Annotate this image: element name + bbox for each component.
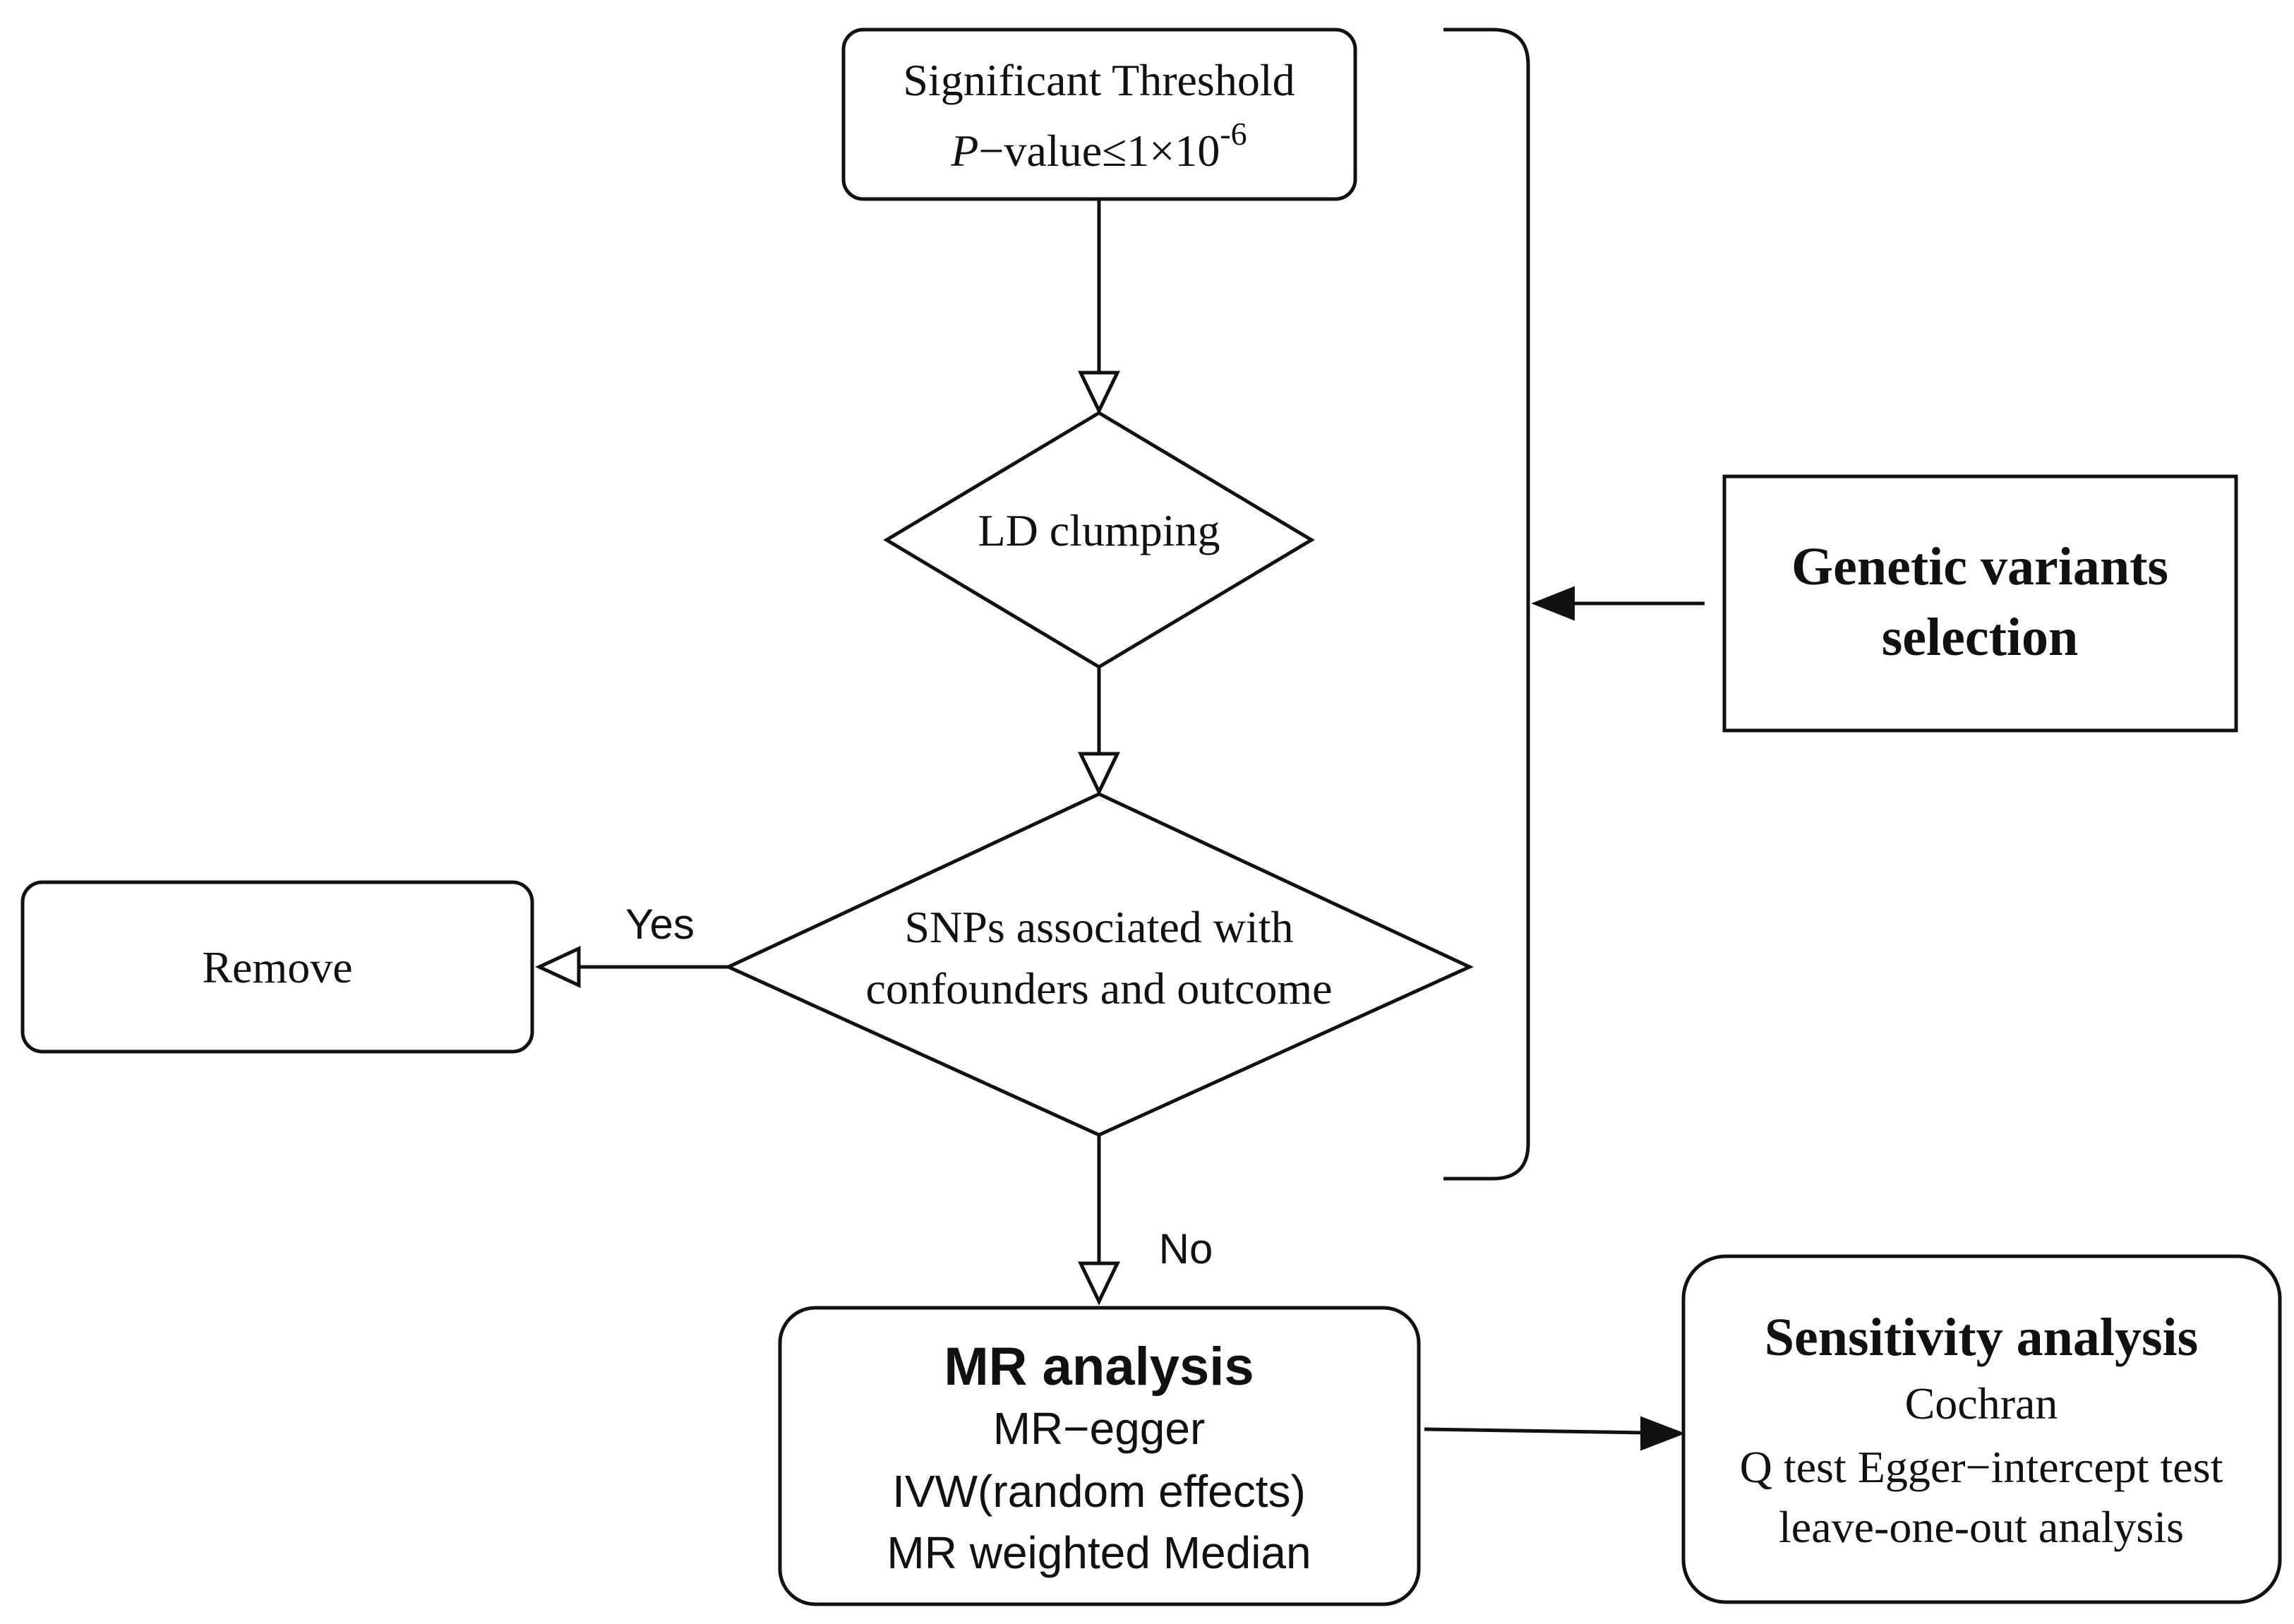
threshold-p-symbol: P [950, 126, 978, 176]
sensitivity-title: Sensitivity analysis [1765, 1308, 2198, 1367]
genetic-variants-line1: Genetic variants [1791, 537, 2168, 596]
threshold-exponent: -6 [1220, 116, 1247, 152]
solid-arrow-head [1640, 1416, 1686, 1451]
edge-threshold-to-ld [1078, 199, 1120, 415]
mr-analysis-title: MR analysis [944, 1337, 1254, 1397]
yes-label: Yes [625, 901, 695, 948]
ivw-item: IVW(random effects) [892, 1466, 1306, 1517]
q-test-egger-item: Q test Egger−intercept test [1740, 1442, 2223, 1492]
cochran-item: Cochran [1905, 1378, 2058, 1428]
genetic-variants-node: Genetic variants selection [1722, 474, 2238, 733]
threshold-value: −value≤1×10 [978, 126, 1220, 176]
sensitivity-analysis-node: Sensitivity analysis Cochran Q test Egge… [1681, 1254, 2282, 1604]
threshold-title: Significant Threshold [903, 55, 1295, 105]
threshold-pvalue: P−value≤1×10-6 [950, 116, 1247, 176]
remove-label: Remove [202, 942, 352, 992]
snps-decision-line1: SNPs associated with [904, 902, 1293, 952]
genetic-variants-line2: selection [1882, 608, 2079, 667]
weighted-median-item: MR weighted Median [887, 1527, 1311, 1578]
edge-ld-to-snps [1078, 667, 1120, 796]
edge-mr-to-sensitivity [1424, 1416, 1686, 1451]
edge-genetic-to-bracket [1531, 586, 1705, 621]
leave-one-out-item: leave-one-out analysis [1779, 1502, 2184, 1552]
remove-node: Remove [20, 880, 534, 1054]
mr-analysis-node: MR analysis MR−egger IVW(random effects)… [778, 1306, 1421, 1606]
threshold-node: Significant Threshold P−value≤1×10-6 [841, 28, 1357, 201]
ld-clumping-label: LD clumping [978, 505, 1220, 555]
solid-arrow-head [1531, 586, 1575, 621]
snps-decision-node: SNPs associated with confounders and out… [724, 792, 1474, 1137]
snps-decision-line2: confounders and outcome [865, 963, 1332, 1014]
open-arrow-head [1078, 1261, 1120, 1306]
edge-no-to-mr: No [1078, 1135, 1213, 1306]
mr-egger-item: MR−egger [993, 1403, 1206, 1454]
open-arrow-head [1078, 752, 1120, 796]
selection-bracket [1443, 28, 1530, 1181]
open-arrow-head [1078, 371, 1120, 415]
open-arrow-head [535, 946, 581, 988]
no-label: No [1159, 1225, 1213, 1273]
edge-yes-to-remove: Yes [535, 901, 728, 988]
ld-clumping-node: LD clumping [883, 411, 1315, 669]
